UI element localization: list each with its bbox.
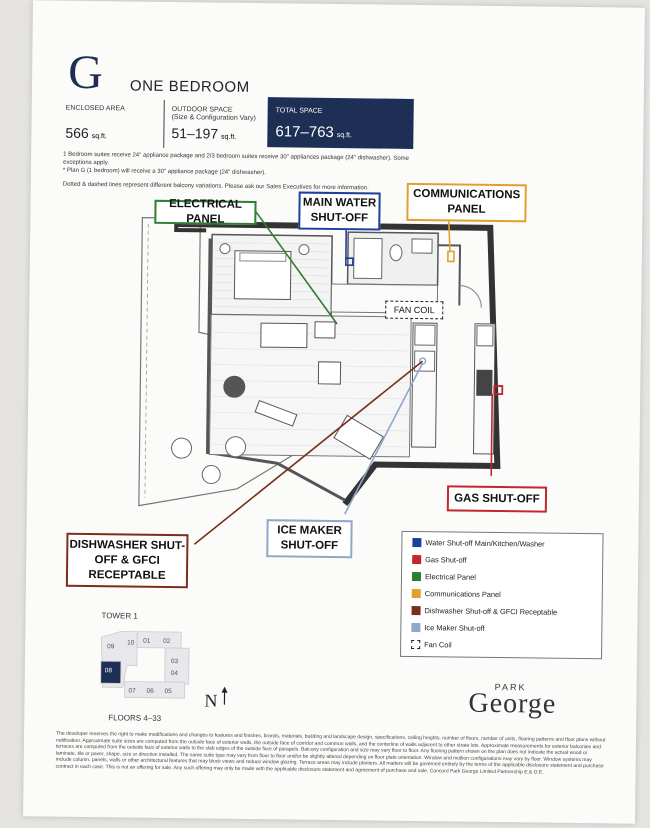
- fan-coil-callout: FAN COIL: [385, 300, 444, 320]
- electrical-panel-callout: ELECTRICAL PANEL: [154, 198, 257, 226]
- legend-item: Communications Panel: [411, 588, 501, 600]
- unit-09: 09: [107, 643, 115, 651]
- legend-swatch: [412, 537, 422, 548]
- nightstand: [219, 243, 231, 255]
- window-wall: [205, 238, 346, 502]
- communications-callout: COMMUNICATIONS PANEL: [406, 182, 527, 223]
- legend-swatch: [411, 639, 421, 650]
- unit-01: 01: [143, 637, 151, 645]
- legend-item: Dishwasher Shut-off & GFCI Receptable: [411, 605, 558, 617]
- legend-label: Gas Shut-off: [425, 555, 467, 565]
- north-label: N: [204, 690, 218, 711]
- unit-06: 06: [146, 687, 154, 695]
- keyplan: [100, 631, 190, 699]
- legend-item: Gas Shut-off: [412, 554, 467, 565]
- entry-door-swing: [459, 285, 482, 308]
- electrical-leader: [251, 206, 338, 325]
- dishwasher: [414, 350, 436, 372]
- legend-label: Fan Coil: [424, 640, 452, 650]
- brand-george: George: [468, 687, 557, 720]
- floor-plan-drawing: [100, 206, 504, 705]
- comm-panel-marker: [447, 250, 455, 263]
- gas-shutoff-marker: [493, 385, 504, 395]
- legend-label: Communications Panel: [424, 589, 501, 600]
- toilet: [389, 244, 403, 262]
- sofa: [260, 322, 308, 349]
- legend-item: Fan Coil: [411, 639, 452, 650]
- unit-07: 07: [128, 687, 136, 695]
- icemaker-leader: [344, 362, 424, 515]
- balcony-variation-line: [144, 223, 149, 498]
- exterior-wall: [176, 221, 501, 506]
- cooktop: [476, 369, 493, 396]
- legend-swatch: [411, 571, 422, 582]
- tower-label: TOWER 1: [101, 611, 138, 621]
- media-console: [254, 399, 298, 427]
- balcony-chair: [225, 436, 247, 458]
- legend-label: Ice Maker Shut-off: [424, 623, 485, 633]
- side-table: [317, 361, 342, 385]
- legend-swatch: [411, 588, 421, 599]
- legend-label: Electrical Panel: [424, 572, 476, 582]
- unit-08: 08: [104, 667, 113, 675]
- water-shutoff-marker: [344, 257, 354, 267]
- floors-label: FLOORS 4–33: [108, 713, 162, 723]
- bed: [233, 250, 292, 300]
- legend-item: Water Shut-off Main/Kitchen/Washer: [412, 537, 545, 549]
- unit-02: 02: [163, 637, 171, 646]
- legend-item: Ice Maker Shut-off: [411, 622, 485, 633]
- unit-05: 05: [164, 687, 172, 696]
- bathtub: [353, 237, 383, 280]
- north-arrow-head: [221, 686, 228, 693]
- fridge: [476, 325, 494, 347]
- gas-leader: [490, 393, 494, 476]
- legend-label: Water Shut-off Main/Kitchen/Washer: [425, 538, 545, 549]
- dishwasher-callout: DISHWASHER SHUT-OFF & GFCI RECEPTABLE: [65, 532, 189, 589]
- icemaker-callout: ICE MAKER SHUT-OFF: [266, 519, 353, 559]
- disclaimer: The developer reserves the right to make…: [55, 730, 606, 776]
- balcony-chair: [171, 437, 193, 459]
- balcony-table: [201, 465, 221, 485]
- unit-10: 10: [127, 639, 135, 647]
- main-water-callout: MAIN WATER SHUT-OFF: [298, 191, 381, 231]
- unit-04: 04: [170, 670, 179, 678]
- armchair: [314, 321, 336, 339]
- island-sink: [414, 324, 436, 346]
- legend: Water Shut-off Main/Kitchen/Washer Gas S…: [400, 530, 604, 660]
- nightstand: [298, 244, 310, 256]
- keyplan-highlight: [100, 660, 122, 684]
- exterior-wall-corner: [174, 224, 207, 233]
- legend-label: Dishwasher Shut-off & GFCI Receptable: [424, 606, 558, 617]
- dishwasher-leader: [193, 360, 424, 545]
- vanity-sink: [411, 238, 433, 254]
- legend-swatch: [411, 605, 421, 616]
- legend-swatch: [411, 622, 421, 633]
- round-table: [223, 375, 246, 398]
- bed-pillows: [239, 252, 287, 262]
- gas-shutoff-callout: GAS SHUT-OFF: [446, 485, 548, 513]
- unit-03: 03: [170, 658, 179, 666]
- legend-item: Electrical Panel: [411, 571, 476, 582]
- legend-swatch: [412, 554, 422, 565]
